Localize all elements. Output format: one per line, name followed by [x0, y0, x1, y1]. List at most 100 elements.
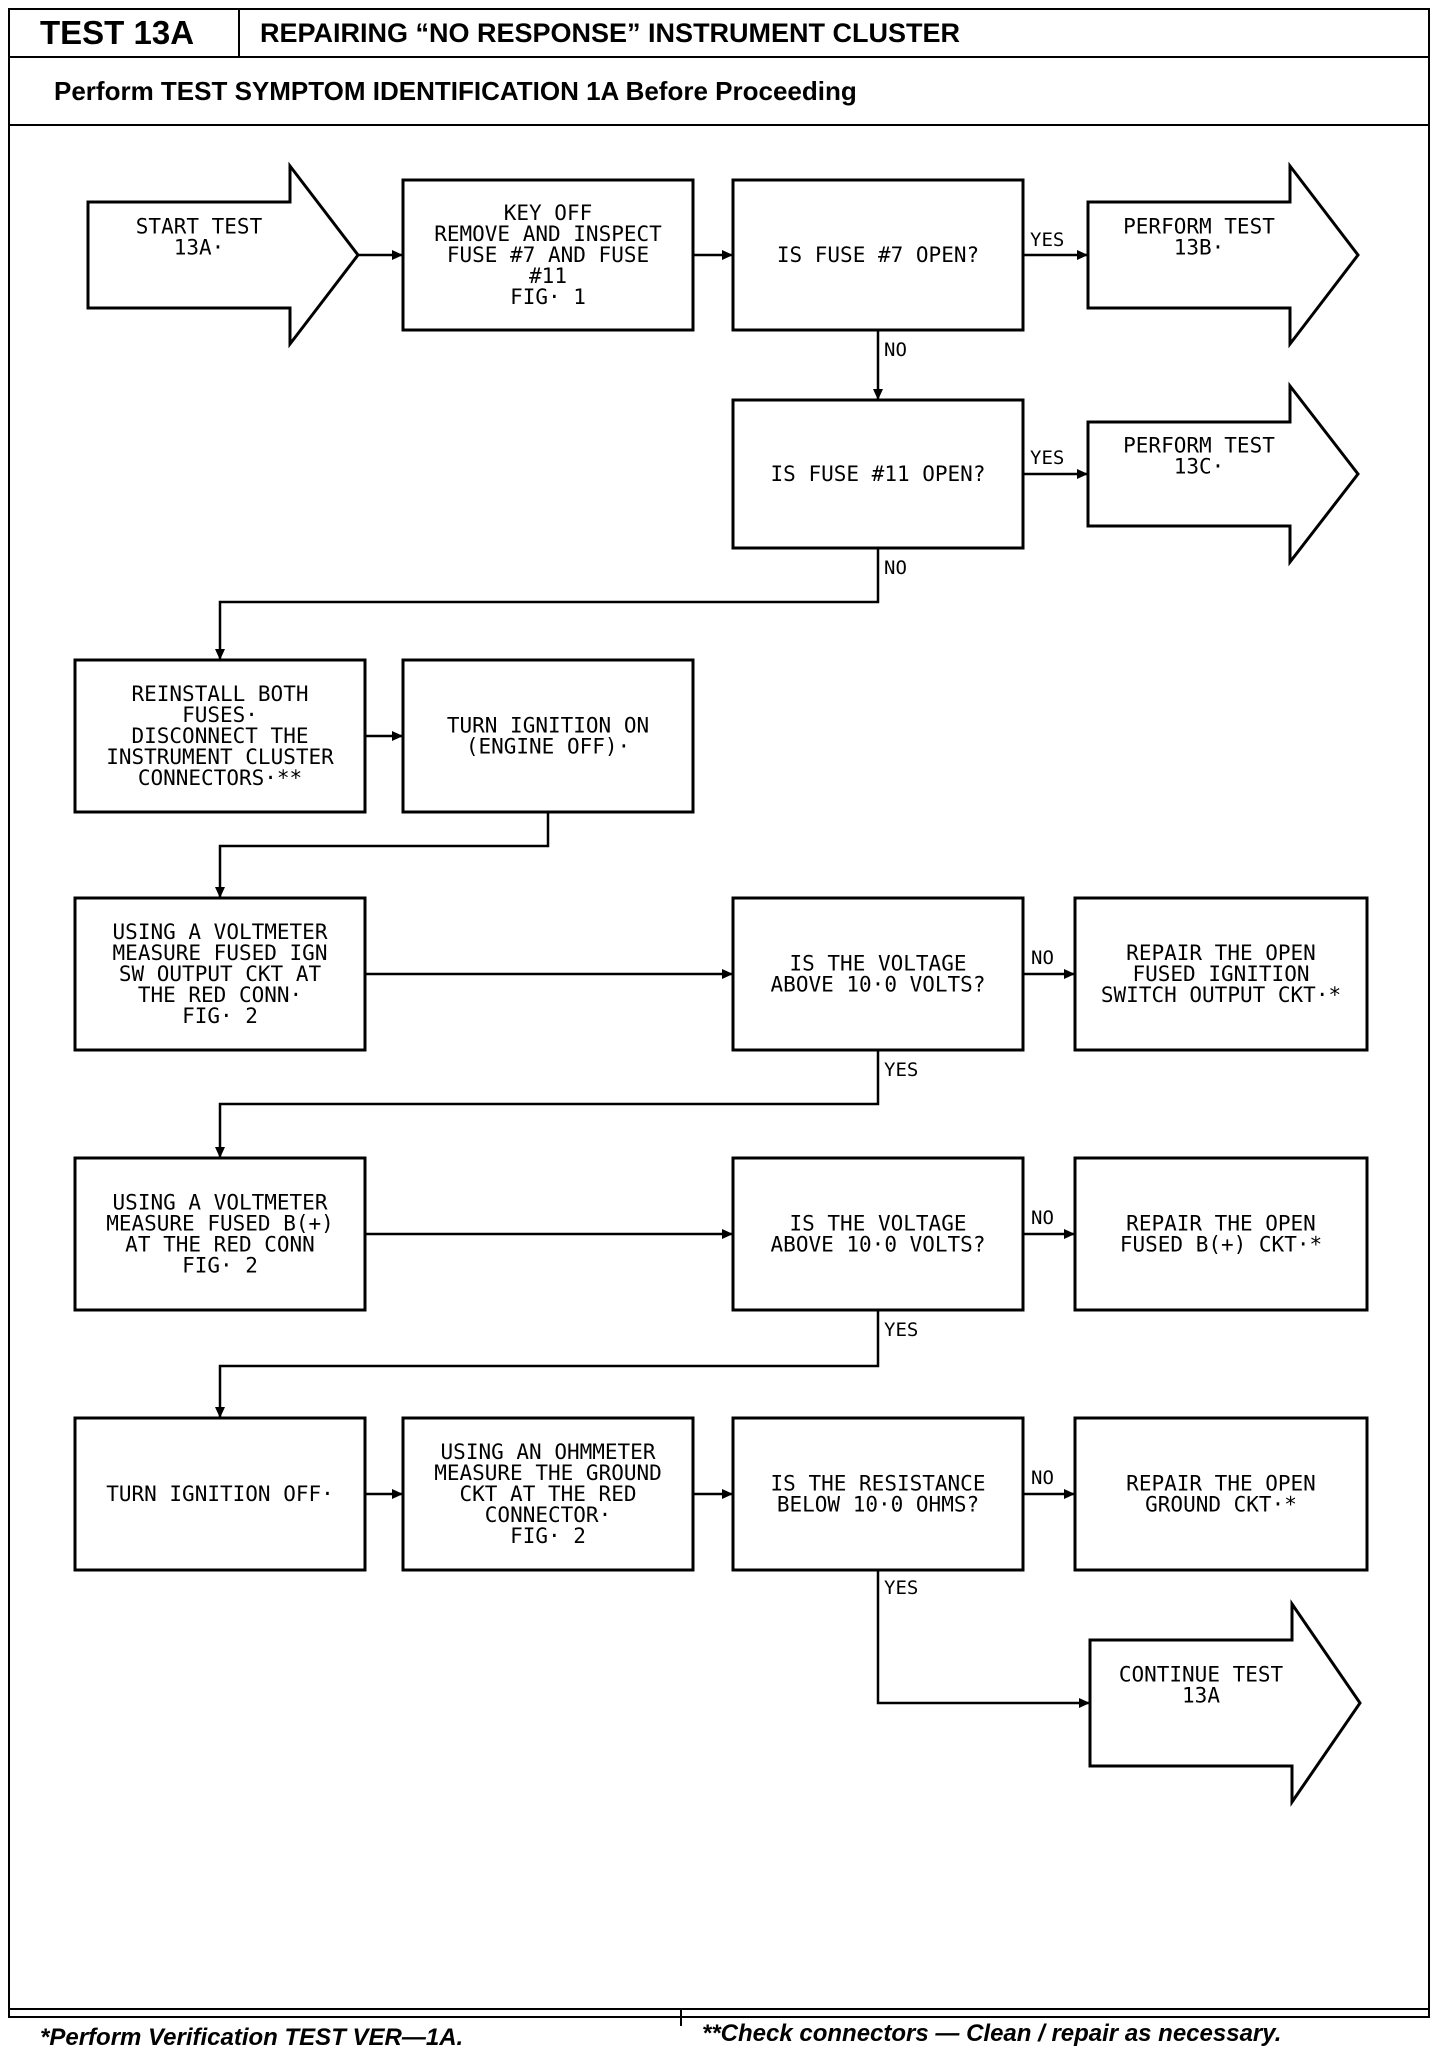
arrowhead-icon — [392, 250, 403, 260]
terminal-arrow-shape — [86, 161, 360, 349]
process-box-shape — [731, 1416, 1025, 1572]
flow-edge-measure-ground-to-resist-q — [693, 1489, 733, 1499]
flow-edge-measure-bplus-to-volt-q2 — [365, 1229, 733, 1239]
node-text-line: IS THE VOLTAGE — [789, 1212, 966, 1236]
arrowhead-icon — [722, 1229, 733, 1239]
node-text-line: FUSE #7 AND FUSE — [447, 243, 649, 267]
connector-line — [218, 812, 550, 898]
node-text-line: SWITCH OUTPUT CKT·* — [1101, 983, 1341, 1007]
node-text-line: CKT AT THE RED — [459, 1482, 636, 1506]
node-text-line: 13A — [1182, 1684, 1220, 1708]
arrowhead-icon — [1064, 969, 1075, 979]
node-text-line: FIG· 2 — [510, 1524, 586, 1548]
arrowhead-icon — [722, 1489, 733, 1499]
node-text-line: CONNECTORS·** — [138, 766, 302, 790]
node-text-line: START TEST — [136, 215, 263, 239]
node-text-line: FUSED B(+) CKT·* — [1120, 1233, 1322, 1257]
flow-edge-resist-q-to-repair-ground: NO — [1023, 1467, 1075, 1499]
node-text-line: SW OUTPUT CKT AT — [119, 962, 322, 986]
node-text-line: REINSTALL BOTH — [131, 682, 308, 706]
flow-edge-measure-ign-to-volt-q1 — [365, 969, 733, 979]
footnote-verification: *Perform Verification TEST VER—1A. — [40, 2024, 464, 2051]
arrowhead-icon — [1064, 1229, 1075, 1239]
connector-line — [876, 1570, 1090, 1705]
edge-label: NO — [1031, 1467, 1054, 1489]
arrowhead-icon — [215, 649, 225, 660]
terminal-arrow-shape — [1086, 381, 1360, 567]
process-box-shape — [731, 398, 1025, 550]
footer-divider-top — [8, 2008, 1430, 2010]
node-text-line: PERFORM TEST — [1123, 434, 1275, 458]
arrowhead-icon — [1077, 250, 1088, 260]
process-box-shape — [1073, 1156, 1369, 1312]
edge-label: NO — [1031, 947, 1054, 969]
node-text-line: TURN IGNITION ON — [447, 714, 649, 738]
node-text-line: USING A VOLTMETER — [113, 920, 328, 944]
node-text-line: DISCONNECT THE — [131, 724, 308, 748]
flow-node-ign-off: TURN IGNITION OFF· — [73, 1416, 367, 1572]
arrowhead-icon — [215, 1147, 225, 1158]
arrowhead-icon — [873, 389, 883, 400]
subtitle-box — [8, 56, 1430, 126]
flow-edge-ign-off-to-measure-ground — [365, 1489, 403, 1499]
node-text-line: #11 — [529, 264, 567, 288]
edge-label: YES — [1030, 447, 1064, 469]
node-text-line: (ENGINE OFF)· — [466, 735, 630, 759]
flow-edge-key-off-to-fuse7-q — [693, 250, 733, 260]
flow-edge-resist-q-to-continue: YES — [876, 1570, 1090, 1708]
process-box-shape — [731, 896, 1025, 1052]
edge-label: NO — [1031, 1207, 1054, 1229]
node-text-line: REMOVE AND INSPECT — [434, 222, 662, 246]
terminal-arrow-shape — [1086, 161, 1360, 349]
flow-node-fuse11-q: IS FUSE #11 OPEN? — [731, 398, 1025, 550]
process-box-shape — [73, 658, 367, 814]
flow-edge-volt-q2-to-repair-bplus: NO — [1023, 1207, 1075, 1239]
connector-line — [218, 1310, 880, 1418]
node-text-line: FIG· 1 — [510, 285, 586, 309]
arrowhead-icon — [1077, 469, 1088, 479]
node-text-line: 13B· — [1174, 236, 1225, 260]
node-text-line: AT THE RED CONN — [125, 1233, 315, 1257]
process-box-shape — [73, 896, 367, 1052]
node-text-line: ABOVE 10·0 VOLTS? — [771, 973, 986, 997]
edge-label: NO — [884, 339, 907, 361]
node-text-line: IS THE RESISTANCE — [771, 1472, 986, 1496]
node-text-line: IS FUSE #11 OPEN? — [771, 462, 986, 486]
footer-divider-mid — [680, 2008, 682, 2026]
node-text-line: IS THE VOLTAGE — [789, 952, 966, 976]
process-box-shape — [1073, 896, 1369, 1052]
edge-label: YES — [884, 1319, 918, 1341]
arrowhead-icon — [1064, 1489, 1075, 1499]
flow-edge-ign-on-to-measure-ign — [215, 812, 550, 898]
node-text-line: FUSED IGNITION — [1132, 962, 1309, 986]
node-text-line: INSTRUMENT CLUSTER — [106, 745, 334, 769]
arrowhead-icon — [215, 887, 225, 898]
flow-edge-reinstall-to-ign-on — [365, 731, 403, 741]
flow-edge-fuse11-q-to-reinstall: NO — [215, 548, 907, 660]
node-text-line: MEASURE FUSED IGN — [113, 941, 328, 965]
flow-edge-volt-q2-to-ign-off: YES — [215, 1310, 918, 1418]
connector-line — [218, 1050, 880, 1158]
connector-line — [218, 548, 880, 660]
node-text-line: FIG· 2 — [182, 1254, 258, 1278]
node-text-line: ABOVE 10·0 VOLTS? — [771, 1233, 986, 1257]
edge-label: NO — [884, 557, 907, 579]
node-text-line: REPAIR THE OPEN — [1126, 1212, 1316, 1236]
test-id: TEST 13A — [40, 14, 195, 51]
node-text-line: IS FUSE #7 OPEN? — [777, 243, 979, 267]
process-box-shape — [73, 1156, 367, 1312]
node-text-line: TURN IGNITION OFF· — [106, 1482, 334, 1506]
edge-label: YES — [884, 1059, 918, 1081]
node-text-line: FUSES· — [182, 703, 258, 727]
terminal-arrow-shape — [1088, 1599, 1362, 1807]
